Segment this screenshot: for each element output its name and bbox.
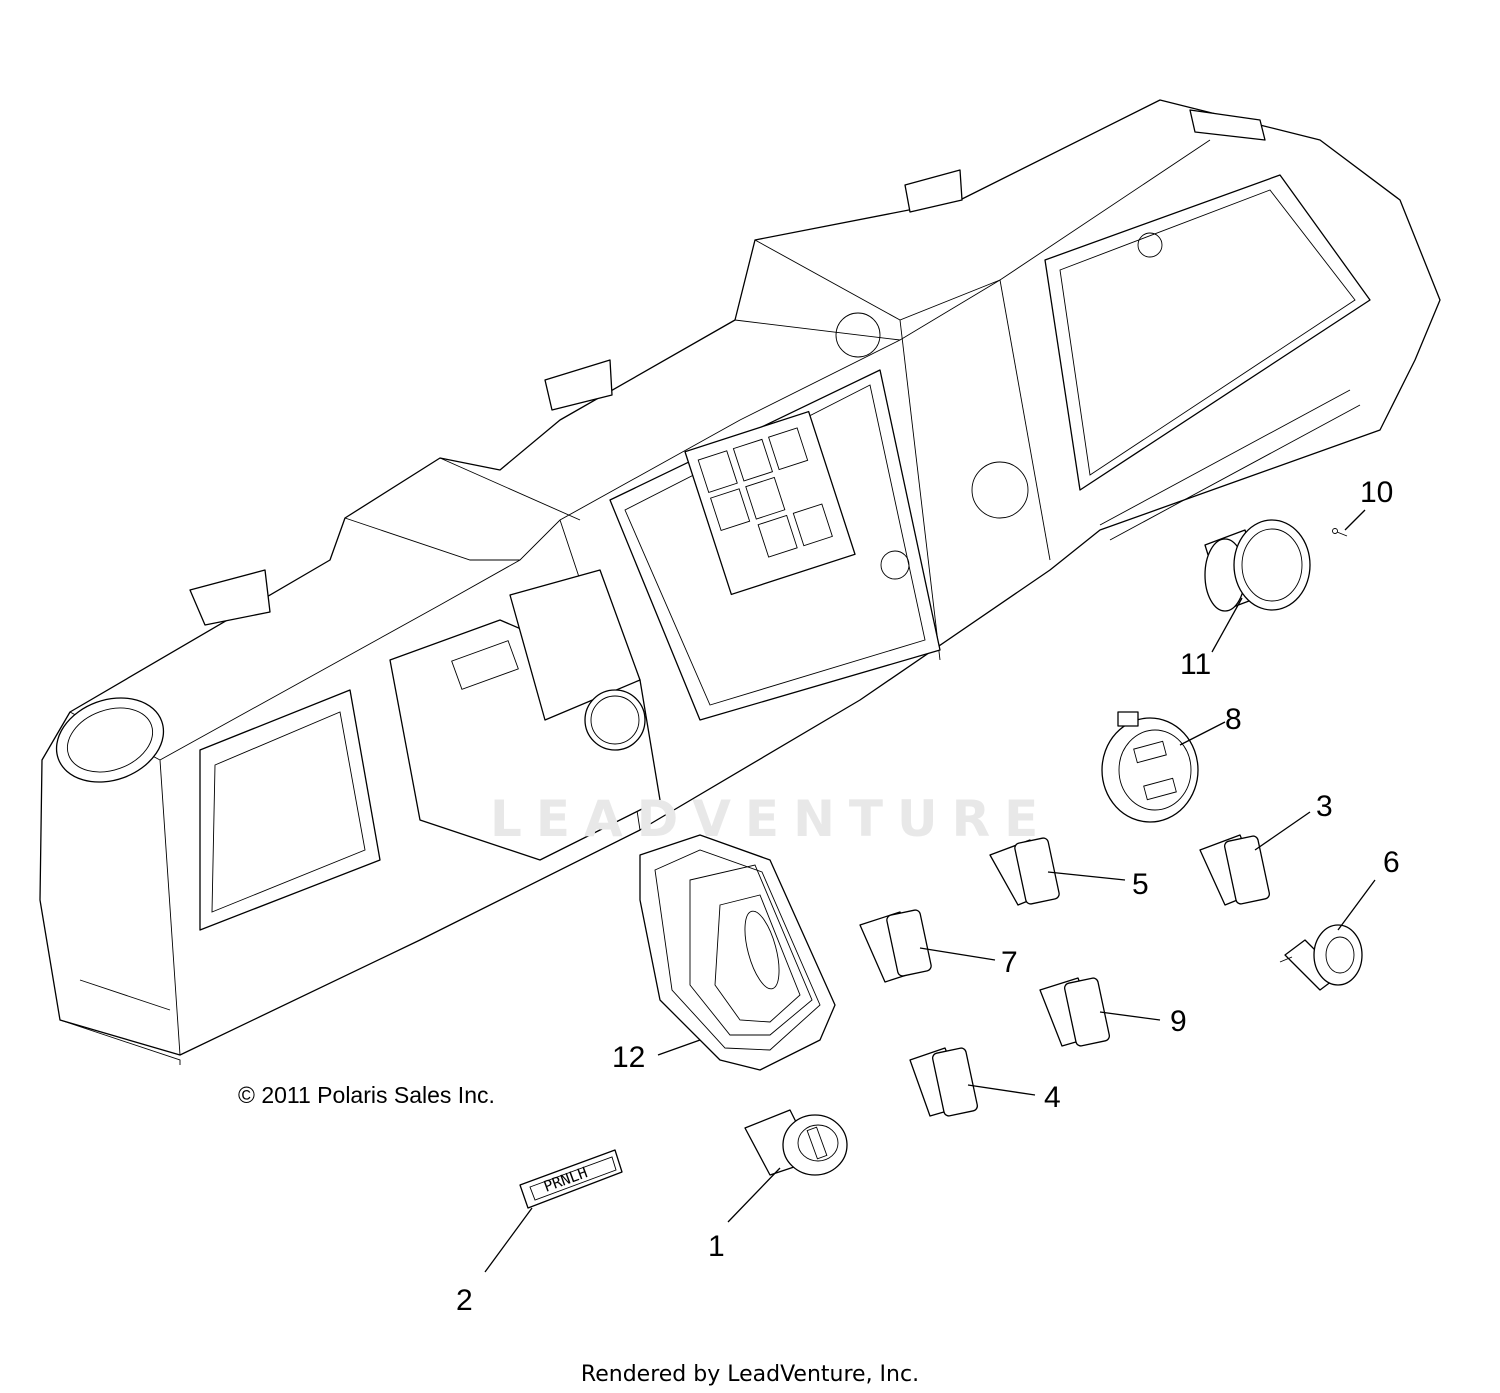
shift-boot: [639, 834, 836, 1071]
watermark: LEADVENTURE: [490, 790, 1053, 848]
gear-indicator-plate: PRNLH: [519, 1149, 623, 1209]
rocker-switch-3: [1199, 834, 1271, 906]
callout-6: 6: [1383, 846, 1400, 879]
callout-4: 4: [1044, 1081, 1061, 1114]
screw: [1332, 528, 1348, 537]
callout-11: 11: [1180, 648, 1212, 681]
leader-lines: [484, 509, 1376, 1273]
usb-charger: [1101, 711, 1199, 823]
copyright-text: © 2011 Polaris Sales Inc.: [238, 1082, 495, 1108]
ignition-switch: [744, 1109, 848, 1176]
callout-9: 9: [1170, 1005, 1187, 1038]
callout-8: 8: [1225, 703, 1242, 736]
rocker-switch-9: [1039, 977, 1111, 1047]
power-outlet: [1279, 924, 1363, 991]
switch-blank-grid: [697, 427, 833, 558]
footer-credit: Rendered by LeadVenture, Inc.: [580, 1362, 920, 1387]
rocker-switch-4: [909, 1047, 979, 1117]
callout-12: 12: [612, 1041, 646, 1074]
callout-3: 3: [1316, 790, 1333, 823]
rocker-switch-5: [989, 837, 1060, 906]
dashboard-assembly: [39, 99, 1441, 1065]
callout-10: 10: [1360, 476, 1394, 509]
callout-1: 1: [708, 1230, 725, 1263]
callout-7: 7: [1001, 946, 1018, 979]
callout-2: 2: [456, 1284, 473, 1317]
callout-5: 5: [1132, 868, 1149, 901]
rocker-switch-7: [859, 909, 932, 983]
gauge-cup: [1204, 519, 1311, 612]
